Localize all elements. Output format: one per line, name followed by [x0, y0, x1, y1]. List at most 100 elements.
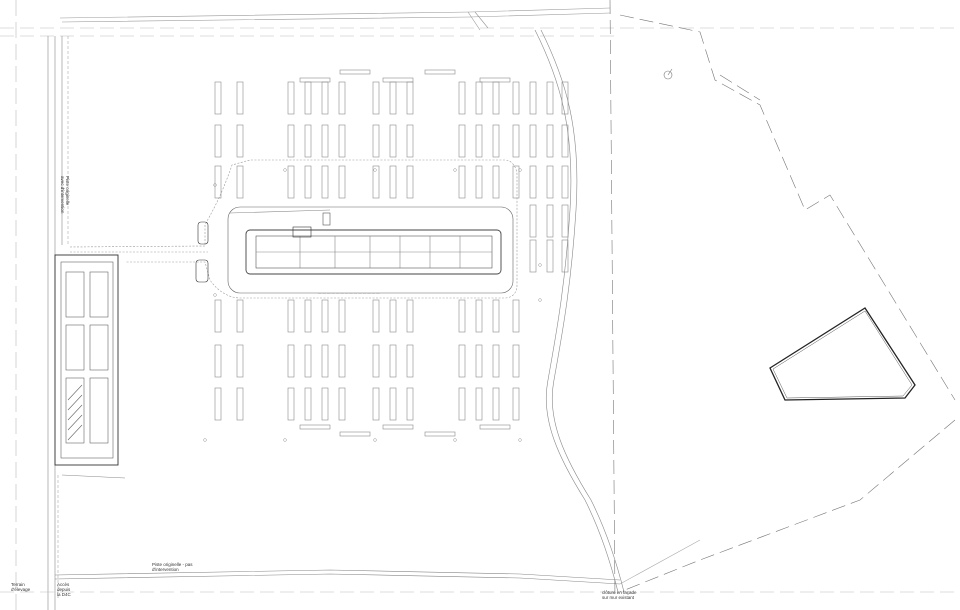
parking-stall [304, 81, 312, 115]
tree-dot [518, 438, 522, 442]
parking-stall [561, 165, 569, 199]
parking-stall [321, 387, 329, 421]
tree-dot [373, 438, 377, 442]
parking-stall [561, 204, 569, 238]
tree-dot [373, 168, 377, 172]
parking-stall [546, 165, 554, 199]
acces-line1: Accès [57, 582, 70, 587]
entry-shelters [195, 221, 209, 283]
parking-stall [338, 81, 346, 115]
parking-stall [406, 81, 414, 115]
left-road [15, 0, 69, 610]
tree-dot [538, 263, 542, 267]
piste-bottom-line1: Piste originelle - pas [152, 562, 193, 567]
parking-stall [406, 124, 414, 158]
tree-dot [283, 438, 287, 442]
parking-stall [389, 344, 397, 378]
parking-stall [561, 124, 569, 158]
parking-stall [321, 344, 329, 378]
survey-marker-icon [663, 70, 673, 80]
cloture-line1: clôture en façade [602, 590, 637, 595]
piste-left-label: Piste originelle avec d'intervention [60, 176, 70, 213]
parking-stall [382, 424, 414, 430]
parking-stall [492, 165, 500, 199]
parking-stall [214, 81, 222, 115]
parking-stall [529, 81, 537, 115]
parking-stall [236, 299, 244, 333]
parking-stall [458, 344, 466, 378]
tree-dot [453, 438, 457, 442]
parking-stall [287, 387, 295, 421]
parking-stall [512, 124, 520, 158]
parking-stall [458, 81, 466, 115]
parking-stall [304, 299, 312, 333]
parking-stalls [214, 69, 569, 437]
parking-stall [475, 165, 483, 199]
parking-stall [304, 387, 312, 421]
parking-stall [389, 165, 397, 199]
parking-stall [561, 239, 569, 273]
parking-stall [321, 165, 329, 199]
parking-stall [214, 299, 222, 333]
parking-stall [406, 387, 414, 421]
terrain-line2: d'élevage [11, 587, 31, 592]
parking-stall [321, 124, 329, 158]
parking-stall [236, 165, 244, 199]
parking-stall [492, 299, 500, 333]
parking-stall [299, 77, 331, 83]
parking-stall [339, 69, 371, 75]
parking-stall [546, 81, 554, 115]
parking-stall [214, 124, 222, 158]
parking-stall [338, 344, 346, 378]
parking-stall [214, 344, 222, 378]
acces-line3: la D4C [57, 592, 71, 597]
parking-stall [304, 165, 312, 199]
parking-stall [406, 165, 414, 199]
parking-stall [512, 387, 520, 421]
parking-stall [475, 299, 483, 333]
parking-stall [214, 165, 222, 199]
parking-stall [424, 431, 456, 437]
parking-stall [561, 81, 569, 115]
parking-stall [372, 165, 380, 199]
parking-stall [338, 387, 346, 421]
parking-stall [458, 124, 466, 158]
parking-stall [492, 387, 500, 421]
tree-dot [213, 293, 217, 297]
top-boundary [0, 7, 960, 37]
tree-dot [203, 438, 207, 442]
parking-stall [236, 344, 244, 378]
tree-dot [213, 183, 217, 187]
cloture-label: clôture en façade sur mur existant [602, 590, 637, 600]
parking-stall [529, 239, 537, 273]
parking-stall [479, 77, 511, 83]
bottom-road [0, 539, 960, 593]
parking-stall [287, 299, 295, 333]
parking-stall [372, 299, 380, 333]
parking-stall [389, 387, 397, 421]
parking-outline [69, 159, 518, 299]
parking-stall [304, 124, 312, 158]
parking-stall [287, 165, 295, 199]
parking-stall [236, 387, 244, 421]
curved-track [534, 29, 625, 593]
parking-stall [372, 81, 380, 115]
parking-stall [479, 424, 511, 430]
parking-stall [214, 387, 222, 421]
tree-dot [283, 168, 287, 172]
parking-stall [492, 124, 500, 158]
parking-stall [287, 124, 295, 158]
parking-stall [546, 124, 554, 158]
parking-stall [512, 81, 520, 115]
center-note: — — — — — — — — — — — — — — [318, 291, 380, 295]
parking-stall [424, 69, 456, 75]
parking-stall [475, 81, 483, 115]
parking-stall [287, 344, 295, 378]
piste-bottom-line2: d'intervention [152, 567, 179, 572]
cloture-line2: sur mur existant [602, 595, 635, 600]
piste-bottom-label: Piste originelle - pas d'intervention [152, 562, 193, 572]
parking-stall [338, 299, 346, 333]
parking-stall [382, 77, 414, 83]
parking-stall [475, 387, 483, 421]
